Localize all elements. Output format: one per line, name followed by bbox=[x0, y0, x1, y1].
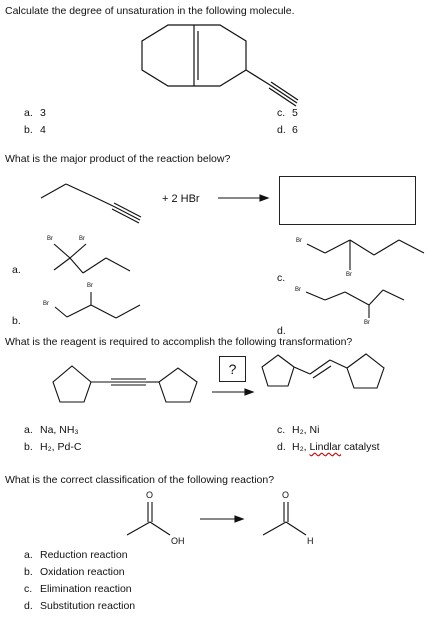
q4-choice-c-text[interactable]: Elimination reaction bbox=[40, 583, 132, 595]
q4-choice-b-text[interactable]: Oxidation reaction bbox=[40, 566, 125, 578]
q1-choice-b-text[interactable]: 4 bbox=[40, 124, 46, 136]
q2-c-br-bottom: Br bbox=[346, 272, 352, 278]
q2-b-br-top: Br bbox=[87, 283, 93, 289]
q3-unknown-reagent-box[interactable]: ? bbox=[219, 356, 246, 382]
q2-a-br-right: Br bbox=[79, 236, 85, 242]
q3-choice-b-letter: b. bbox=[24, 441, 33, 453]
q2-c-br-left: Br bbox=[296, 238, 302, 244]
q2-b-br-left: Br bbox=[43, 301, 49, 307]
q1-choice-c-text[interactable]: 5 bbox=[292, 107, 298, 119]
q4-prompt: What is the correct classification of th… bbox=[5, 474, 275, 486]
q3-choice-c-letter: c. bbox=[277, 424, 286, 436]
q3-choice-d-text[interactable]: H₂, Lindlar catalyst bbox=[292, 441, 380, 453]
q3-lindlar-tail: catalyst bbox=[341, 441, 380, 453]
q2-d-br-left: Br bbox=[295, 287, 301, 293]
q3-prompt: What is the reagent is required to accom… bbox=[5, 336, 353, 348]
q4-choice-c-letter: c. bbox=[24, 583, 33, 595]
q2-prompt: What is the major product of the reactio… bbox=[5, 153, 231, 165]
q1-choice-d-letter: d. bbox=[277, 124, 286, 136]
q4-acid-oh: OH bbox=[171, 536, 185, 546]
q1-choice-a-text[interactable]: 3 bbox=[40, 107, 46, 119]
q3-unknown-label: ? bbox=[228, 361, 237, 377]
q2-label-d[interactable]: d. bbox=[277, 325, 286, 337]
q1-prompt: Calculate the degree of unsaturation in … bbox=[5, 5, 295, 17]
q3-choice-c-text[interactable]: H₂, Ni bbox=[292, 424, 320, 436]
q4-choice-a-text[interactable]: Reduction reaction bbox=[40, 549, 128, 561]
q3-choice-a-letter: a. bbox=[24, 424, 33, 436]
q1-choice-c-letter: c. bbox=[277, 107, 286, 119]
q1-choice-d-text[interactable]: 6 bbox=[292, 124, 298, 136]
q2-a-br-left: Br bbox=[47, 236, 53, 242]
q4-aldehyde-h: H bbox=[307, 536, 314, 546]
q4-choice-b-letter: b. bbox=[24, 566, 33, 578]
q4-acid-oxygen: O bbox=[146, 490, 154, 500]
q3-choice-a-text[interactable]: Na, NH₃ bbox=[40, 424, 79, 436]
q4-choice-a-letter: a. bbox=[24, 549, 33, 561]
q3-lindlar-word: Lindlar bbox=[309, 441, 342, 453]
q4-choice-d-letter: d. bbox=[24, 600, 33, 612]
q3-choice-d-reagent: H₂, bbox=[292, 441, 310, 453]
q3-choice-b-text[interactable]: H₂, Pd-C bbox=[40, 441, 82, 453]
q2-reagent: + 2 HBr bbox=[162, 193, 200, 205]
q4-aldehyde-oxygen: O bbox=[282, 490, 290, 500]
q2-label-b[interactable]: b. bbox=[12, 315, 21, 327]
q2-answer-box[interactable] bbox=[279, 176, 416, 225]
q2-label-c[interactable]: c. bbox=[277, 272, 286, 284]
q1-choice-b-letter: b. bbox=[24, 124, 33, 136]
q3-choice-d-letter: d. bbox=[277, 441, 286, 453]
q4-choice-d-text[interactable]: Substitution reaction bbox=[40, 600, 136, 612]
q2-label-a[interactable]: a. bbox=[12, 264, 21, 276]
q2-d-br-bottom: Br bbox=[364, 320, 370, 326]
q1-choice-a-letter: a. bbox=[24, 107, 33, 119]
